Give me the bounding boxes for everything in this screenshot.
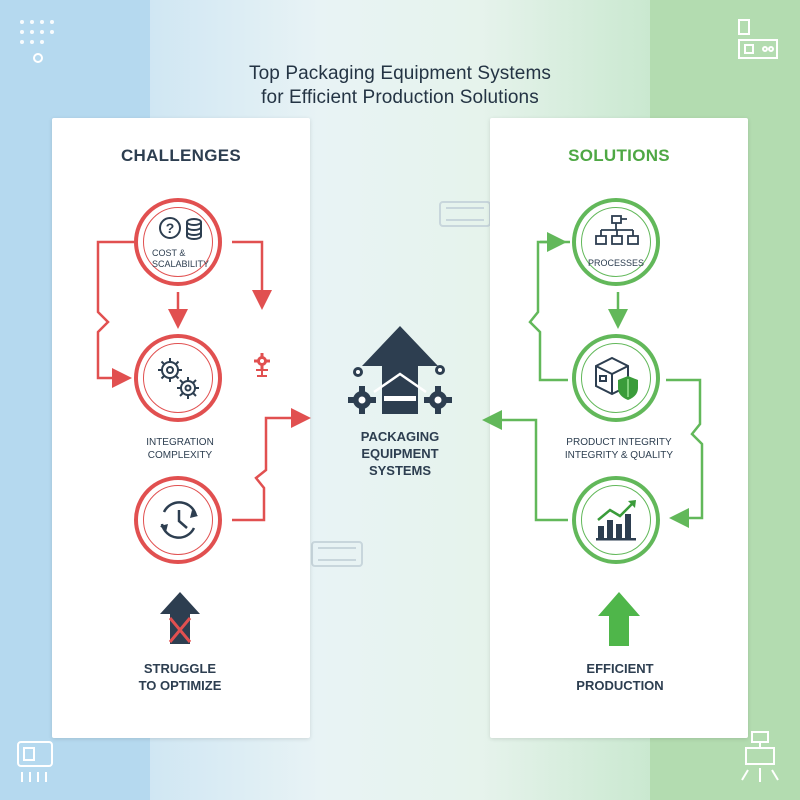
- page-title-line-1: Top Packaging Equipment Systems: [249, 63, 551, 84]
- solutions-outcome-line-2: PRODUCTION: [576, 678, 664, 693]
- challenge-step-cost-label-2: SCALABILITY: [152, 259, 210, 269]
- challenge-step-integration-label-2: COMPLEXITY: [147, 450, 213, 461]
- solutions-heading: SOLUTIONS: [568, 146, 670, 165]
- solutions-outcome-line-1: EFFICIENT: [586, 661, 654, 676]
- conveyor-outline-icon: [17, 741, 53, 782]
- robot-arm-outline-icon: [741, 731, 779, 782]
- center-label-line-3: SYSTEMS: [368, 463, 432, 478]
- challenge-step-cost-label-1: COST &: [152, 248, 186, 258]
- blocked-arrow-icon: [160, 592, 200, 644]
- center-label: PACKAGING EQUIPMENT SYSTEMS: [330, 428, 470, 479]
- clock-refresh-icon: [160, 501, 198, 539]
- page-title-line-2: for Efficient Production Solutions: [261, 87, 539, 108]
- box-shield-icon: [595, 356, 638, 400]
- challenges-heading: CHALLENGES: [120, 146, 242, 165]
- growth-chart-icon: [596, 500, 636, 541]
- solution-step-integrity-label-2: INTEGRITY & QUALITY: [564, 450, 674, 461]
- gears-icon: [158, 358, 199, 399]
- page-title: Top Packaging Equipment Systems for Effi…: [0, 62, 800, 110]
- faint-machine-icon-2: [311, 541, 363, 567]
- solution-step-processes: [572, 198, 660, 286]
- upload-arrow-with-gears-icon: [348, 326, 452, 414]
- question-coins-icon: ?: [159, 217, 202, 240]
- center-label-line-2: EQUIPMENT: [361, 446, 439, 461]
- up-arrow-icon: [598, 592, 640, 646]
- dot-grid-icon: [20, 20, 54, 63]
- challenge-step-cost: [134, 198, 222, 286]
- solutions-connectors: [482, 232, 704, 528]
- challenges-outcome-line-2: TO OPTIMIZE: [138, 678, 222, 693]
- challenge-step-integration-label-1: INTEGRATION: [146, 437, 214, 448]
- small-gear-icon: [254, 353, 270, 377]
- solution-step-growth: [572, 476, 660, 564]
- challenges-connectors: [96, 240, 311, 522]
- solution-step-processes-label: PROCESSES: [587, 258, 645, 268]
- solution-step-integrity-label-1: PRODUCT INTEGRITY: [566, 437, 672, 448]
- machine-outline-icon: [738, 19, 778, 59]
- center-label-line-1: PACKAGING: [360, 429, 440, 444]
- flowchart-icon: [595, 215, 639, 245]
- challenges-outcome-line-1: STRUGGLE: [143, 661, 217, 676]
- svg-text:?: ?: [166, 220, 175, 236]
- solution-step-integrity: [572, 334, 660, 422]
